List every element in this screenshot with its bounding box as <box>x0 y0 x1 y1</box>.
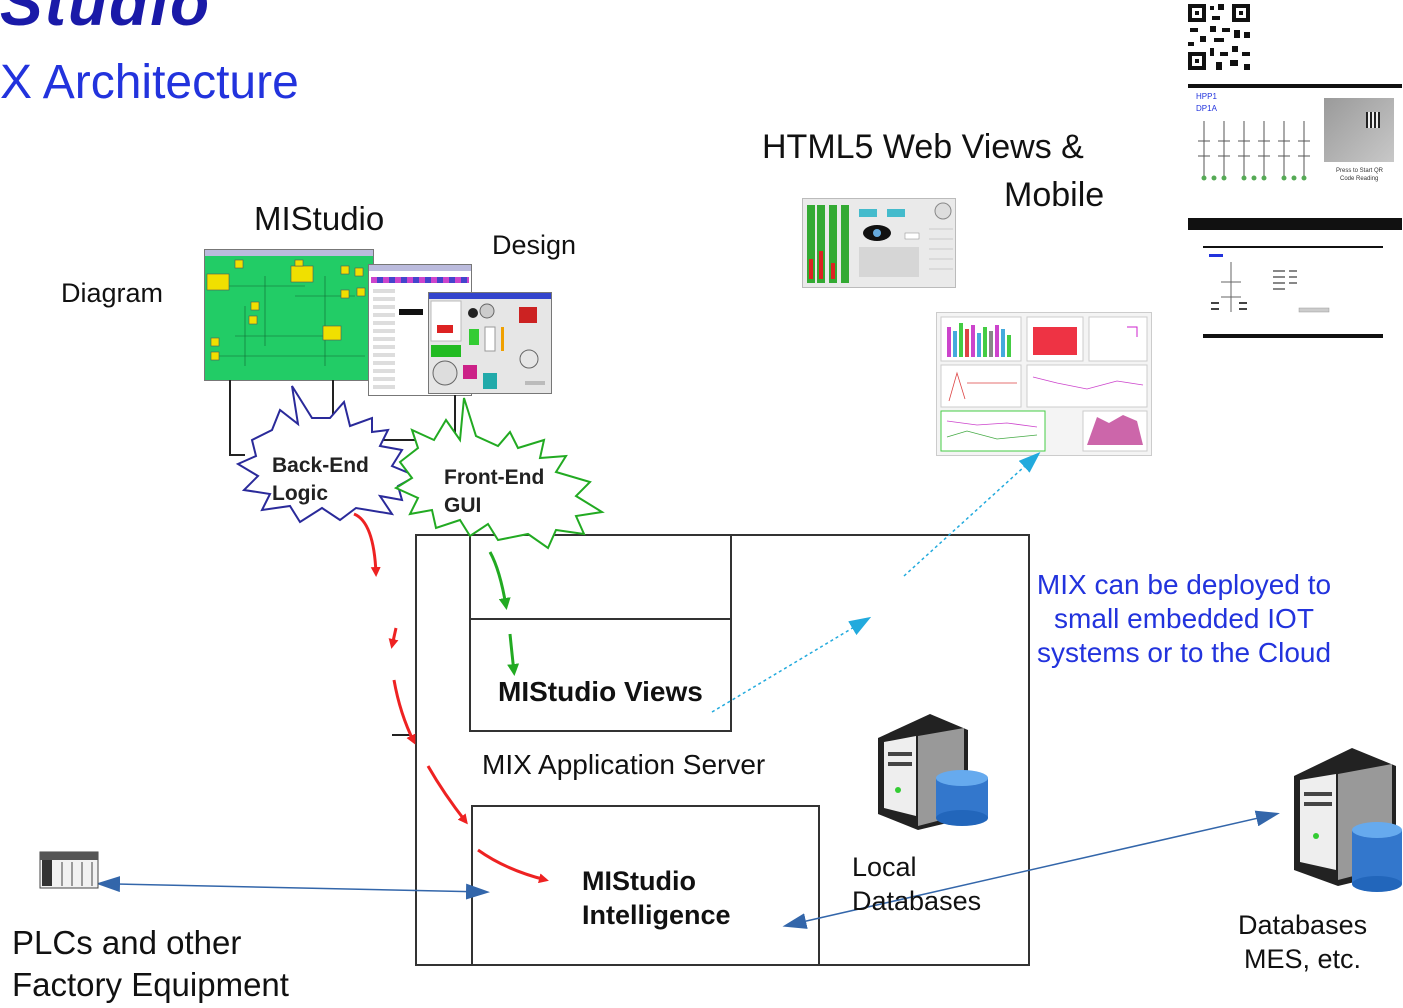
local-databases-label-1: Local <box>852 852 917 882</box>
mistudio-views-box <box>469 618 732 732</box>
mobile-screenshot-2 <box>1203 246 1383 344</box>
mobile-label-2: DP1A <box>1196 104 1217 113</box>
html5-label-line2: Mobile <box>1004 176 1105 214</box>
mobile-label-1: HPP1 <box>1196 92 1217 101</box>
frontend-gui-label-2: GUI <box>444 494 482 517</box>
mobile-valve-schematic <box>1198 121 1310 181</box>
backend-logic-label-2: Logic <box>272 482 328 505</box>
mistudio-intelligence-label-2: Intelligence <box>582 900 731 930</box>
html5-dashboard-small <box>802 198 956 288</box>
enterprise-database-server-icon <box>1294 748 1402 892</box>
local-database-server-icon <box>878 714 988 830</box>
design-label: Design <box>492 230 577 260</box>
deployment-note-line-2: small embedded IOT <box>1054 603 1314 634</box>
local-databases-label-2: Databases <box>852 886 982 916</box>
plc-link-arrow <box>96 876 490 900</box>
brand-logo: Studio <box>0 0 212 39</box>
mobile-camera-view <box>1324 98 1394 162</box>
mobile-screenshot-1: HPP1 DP1A Press to Start QR Code Reading <box>1188 84 1402 234</box>
mobile-nav-bar <box>1188 218 1402 230</box>
enterprise-db-link-arrow <box>782 810 1280 929</box>
frontend-gui-label-1: Front-End <box>444 466 545 489</box>
diagram-label: Diagram <box>61 278 164 308</box>
mistudio-intelligence-label-1: MIStudio <box>582 866 696 896</box>
deployment-note-line-3: systems or to the Cloud <box>1036 637 1332 668</box>
enterprise-databases-label-2: MES, etc. <box>1244 944 1362 974</box>
design-screenshot-front <box>428 292 552 394</box>
plc-device-icon <box>39 851 99 889</box>
backend-logic-label-1: Back-End <box>272 454 369 477</box>
logic-arrows <box>353 512 549 884</box>
page-title: X Architecture <box>0 56 299 109</box>
mobile-hint-1: Press to Start QR <box>1336 168 1384 174</box>
deployment-note: MIX can be deployed to small embedded IO… <box>1026 568 1342 670</box>
mobile-hint-2: Code Reading <box>1340 176 1379 182</box>
mistudio-label: MIStudio <box>254 200 385 237</box>
deploy-arrows <box>711 451 1041 713</box>
gui-arrows <box>488 551 520 676</box>
plc-label-2: Factory Equipment <box>12 966 289 1003</box>
qr-code-icon <box>1186 2 1254 74</box>
diagram-screenshot <box>204 249 374 381</box>
mistudio-views-label: MIStudio Views <box>498 676 703 707</box>
html5-dashboard-charts <box>936 312 1152 456</box>
plc-label-1: PLCs and other <box>12 924 242 961</box>
mix-application-server-label: MIX Application Server <box>482 749 766 780</box>
frontend-gui-burst <box>393 397 605 550</box>
deployment-note-line-1: MIX can be deployed to <box>1036 569 1332 600</box>
enterprise-databases-label-1: Databases <box>1238 910 1368 940</box>
html5-label-line1: HTML5 Web Views & <box>762 128 1084 166</box>
